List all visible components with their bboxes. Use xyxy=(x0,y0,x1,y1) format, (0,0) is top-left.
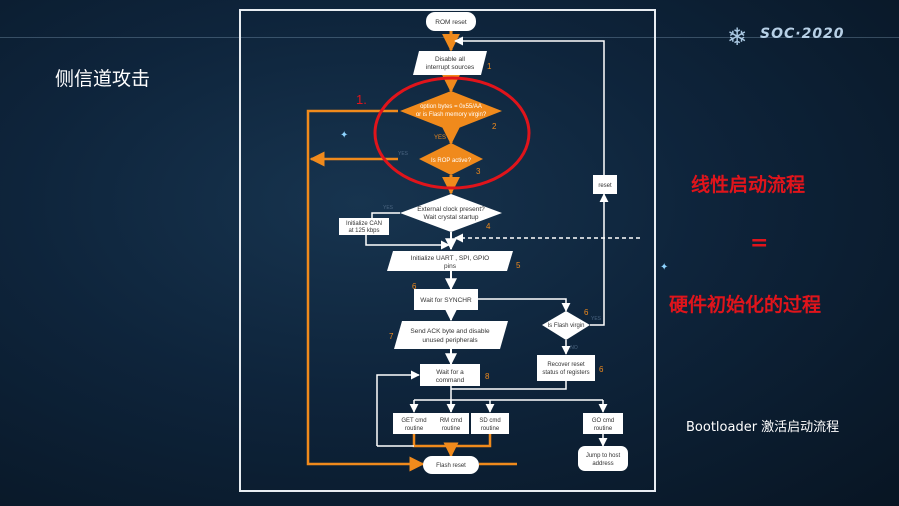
node-labels: ROM reset Disable all interrupt sources … xyxy=(346,19,621,469)
label-ack-2: unused peripherals xyxy=(422,337,478,344)
label-can-2: at 125 kbps xyxy=(348,228,379,234)
label-virgin: Is Flash virgin xyxy=(547,323,584,329)
send-ack-node xyxy=(394,321,508,349)
label-get-1: GET cmd xyxy=(401,418,426,424)
label-yes-faint-virgin: YES xyxy=(591,316,602,322)
step-number: 1 xyxy=(487,62,492,71)
label-no-faint: NO xyxy=(570,345,578,351)
recover-node xyxy=(537,355,595,381)
snowflake-icon: ❄ xyxy=(726,23,748,51)
label-recover-1: Recover reset xyxy=(547,362,585,368)
go-cmd-node xyxy=(583,413,623,434)
main-flow-arrows xyxy=(306,31,517,472)
ext-clock-decision xyxy=(400,194,502,232)
label-jump-1: Jump to host xyxy=(586,453,621,459)
page-title: 侧信道攻击 xyxy=(55,68,151,90)
init-can-node xyxy=(339,218,389,235)
arrow-get-to-flash-reset xyxy=(412,434,459,458)
label-disable-1: Disable all xyxy=(435,56,466,63)
option-bytes-decision xyxy=(400,91,502,131)
label-go-2: routine xyxy=(594,426,613,432)
arrow-can-to-uart xyxy=(365,235,450,250)
disable-irq-node xyxy=(413,51,487,75)
label-can-1: Initialize CAN xyxy=(346,221,382,227)
label-rm-2: routine xyxy=(442,426,461,432)
arrow-routines-loop xyxy=(376,370,420,446)
flash-reset-node xyxy=(423,456,479,474)
step-number: 3 xyxy=(476,167,481,176)
label-flash-reset: Flash reset xyxy=(436,463,466,469)
step-number: 6 xyxy=(599,365,604,374)
annotation-label: 1. xyxy=(356,92,367,107)
flowchart-frame xyxy=(239,9,656,492)
label-sd-2: routine xyxy=(481,426,500,432)
wait-cmd-node xyxy=(420,364,480,386)
label-yes-faint-rop: YES xyxy=(398,151,409,157)
label-rop: Is ROP active? xyxy=(431,158,472,164)
label-option-2: or is Flash memory virgin? xyxy=(416,112,487,118)
soc-logo-text: SOC·2020 xyxy=(760,26,845,42)
label-waitcmd-2: command xyxy=(436,377,465,384)
sparkle-decoration: ✦ xyxy=(660,262,669,273)
step-number: 8 xyxy=(485,372,490,381)
label-get-2: routine xyxy=(405,426,424,432)
step-number: 4 xyxy=(486,222,491,231)
label-uart-1: Initialize UART , SPI, GPIO xyxy=(411,255,490,262)
step-number: 6 xyxy=(584,308,589,317)
label-yes-faint: YES xyxy=(383,205,394,211)
label-ack-1: Send ACK byte and disable xyxy=(410,328,490,335)
arrow-virgin-to-reset xyxy=(590,193,609,326)
label-yes: YES xyxy=(434,135,446,141)
init-uart-node xyxy=(387,251,513,271)
label-option-1: option bytes = 0x55/AA xyxy=(420,104,482,110)
sd-cmd-node xyxy=(471,413,509,434)
get-cmd-node xyxy=(393,413,435,434)
label-synchr: Wait for SYNCHR xyxy=(420,297,472,304)
label-uart-2: pins xyxy=(444,263,457,270)
step-number: 2 xyxy=(492,122,497,131)
right-text-equals: = xyxy=(750,230,769,256)
rm-cmd-node xyxy=(433,413,469,434)
arrow-sd-to-flash-reset xyxy=(451,434,492,448)
right-text-line1: 线性启动流程 xyxy=(691,174,806,196)
label-waitcmd-1: Wait for a xyxy=(436,369,464,376)
rop-active-decision xyxy=(419,143,483,175)
arrow-reset-to-top xyxy=(454,36,605,175)
flowchart-nodes xyxy=(339,12,628,474)
label-rm-1: RM cmd xyxy=(440,418,462,424)
arrow-option-no-to-flash-reset xyxy=(306,109,425,472)
label-disable-2: interrupt sources xyxy=(426,64,475,71)
arrow-recover-to-dispatch xyxy=(451,381,567,390)
rom-reset-node xyxy=(426,12,476,31)
step-number: 6 xyxy=(412,282,417,291)
right-text-line2: 硬件初始化的过程 xyxy=(669,294,822,316)
reset-node xyxy=(593,175,617,194)
label-jump-2: address xyxy=(592,461,613,467)
step-numbers: 1 2 3 4 5 6 6 7 6 8 xyxy=(389,62,604,381)
jump-host-node xyxy=(578,446,628,471)
bootloader-caption: Bootloader 激活启动流程 xyxy=(686,420,840,435)
label-sd-1: SD cmd xyxy=(479,418,500,424)
label-rom-reset: ROM reset xyxy=(435,19,467,26)
step-number: 7 xyxy=(389,332,394,341)
sparkle-decoration: ✦ xyxy=(340,130,349,141)
label-recover-2: status of registers xyxy=(542,370,589,376)
label-clock-1: External clock present? xyxy=(417,206,485,213)
wait-synchr-node xyxy=(414,289,478,310)
step-number: 5 xyxy=(516,261,521,270)
secondary-flow-arrows xyxy=(365,36,640,447)
highlight-ellipse xyxy=(373,76,531,190)
label-clock-2: Wait crystal startup xyxy=(423,214,478,221)
label-go-1: GO cmd xyxy=(592,418,614,424)
label-reset: reset xyxy=(598,183,612,189)
arrow-synchr-to-virgin xyxy=(478,298,571,312)
is-flash-virgin-decision xyxy=(542,311,590,340)
